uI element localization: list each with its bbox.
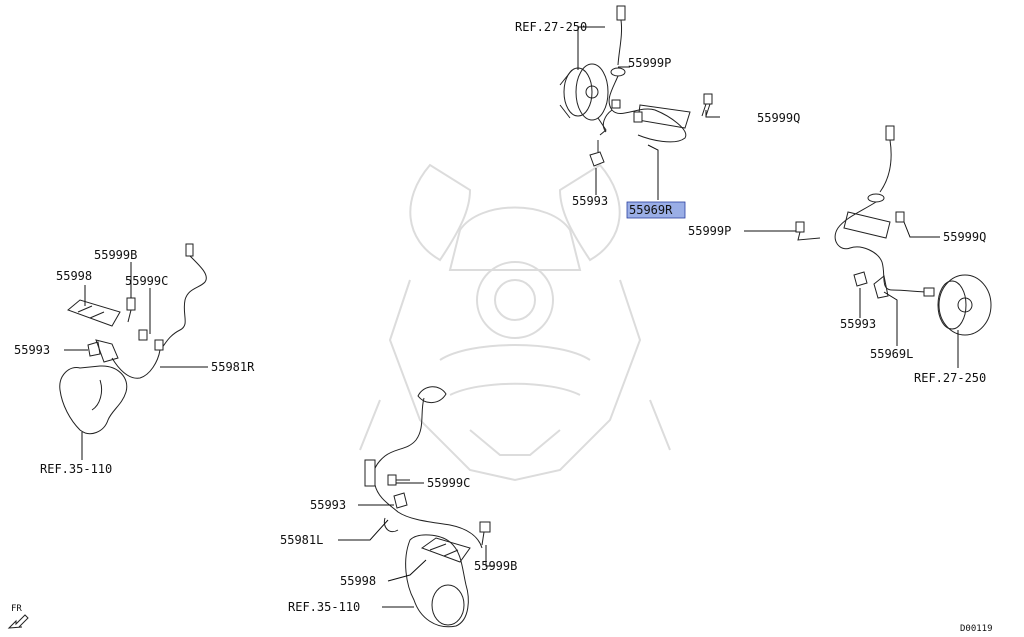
ref-27-250-top-label: REF.27-250: [515, 20, 587, 34]
part-55999C-bottom-label[interactable]: 55999C: [427, 476, 470, 490]
part-55999C-left-label[interactable]: 55999C: [125, 274, 168, 288]
part-55999B-bottom-label[interactable]: 55999B: [474, 559, 517, 573]
part-55999Q-top-label[interactable]: 55999Q: [757, 111, 800, 125]
front-left-knuckle-assembly: [59, 243, 207, 435]
front-right-hub-assembly: [559, 5, 713, 167]
highlight-55969R: [626, 201, 686, 219]
part-55993-bottom-label[interactable]: 55993: [310, 498, 346, 512]
watermark-logo: [359, 163, 671, 482]
part-55981R-label[interactable]: 55981R: [211, 360, 255, 374]
part-55981L-label[interactable]: 55981L: [280, 533, 323, 547]
front-arrow-icon: [7, 614, 29, 629]
part-55993-top-label[interactable]: 55993: [572, 194, 608, 208]
drawing-code: D00119: [960, 624, 993, 634]
part-55993-left-label[interactable]: 55993: [14, 343, 50, 357]
ref-35-110-bottom-label: REF.35-110: [288, 600, 360, 614]
part-55999Q-right-label[interactable]: 55999Q: [943, 230, 986, 244]
part-55993-right-label[interactable]: 55993: [840, 317, 876, 331]
part-55999P-right-label[interactable]: 55999P: [688, 224, 731, 238]
part-55998-left-label[interactable]: 55998: [56, 269, 92, 283]
part-55999P-top-label[interactable]: 55999P: [628, 56, 671, 70]
rear-right-hub-assembly: [795, 125, 992, 336]
fr-label: FR: [11, 604, 22, 614]
front-direction-indicator: FR: [7, 604, 29, 629]
part-55999B-left-label[interactable]: 55999B: [94, 248, 137, 262]
ref-35-110-left-label: REF.35-110: [40, 462, 112, 476]
leader-lines-right: [744, 221, 959, 368]
front-bottom-knuckle-assembly: [364, 386, 491, 628]
part-55998-bottom-label[interactable]: 55998: [340, 574, 376, 588]
leader-lines-left: [64, 262, 208, 460]
leader-lines-top: [577, 26, 720, 200]
part-55969L-label[interactable]: 55969L: [870, 347, 913, 361]
part-55969R-label[interactable]: 55969R: [629, 203, 673, 217]
leader-lines-bottom: [338, 482, 494, 608]
ref-27-250-right-label: REF.27-250: [914, 371, 986, 385]
